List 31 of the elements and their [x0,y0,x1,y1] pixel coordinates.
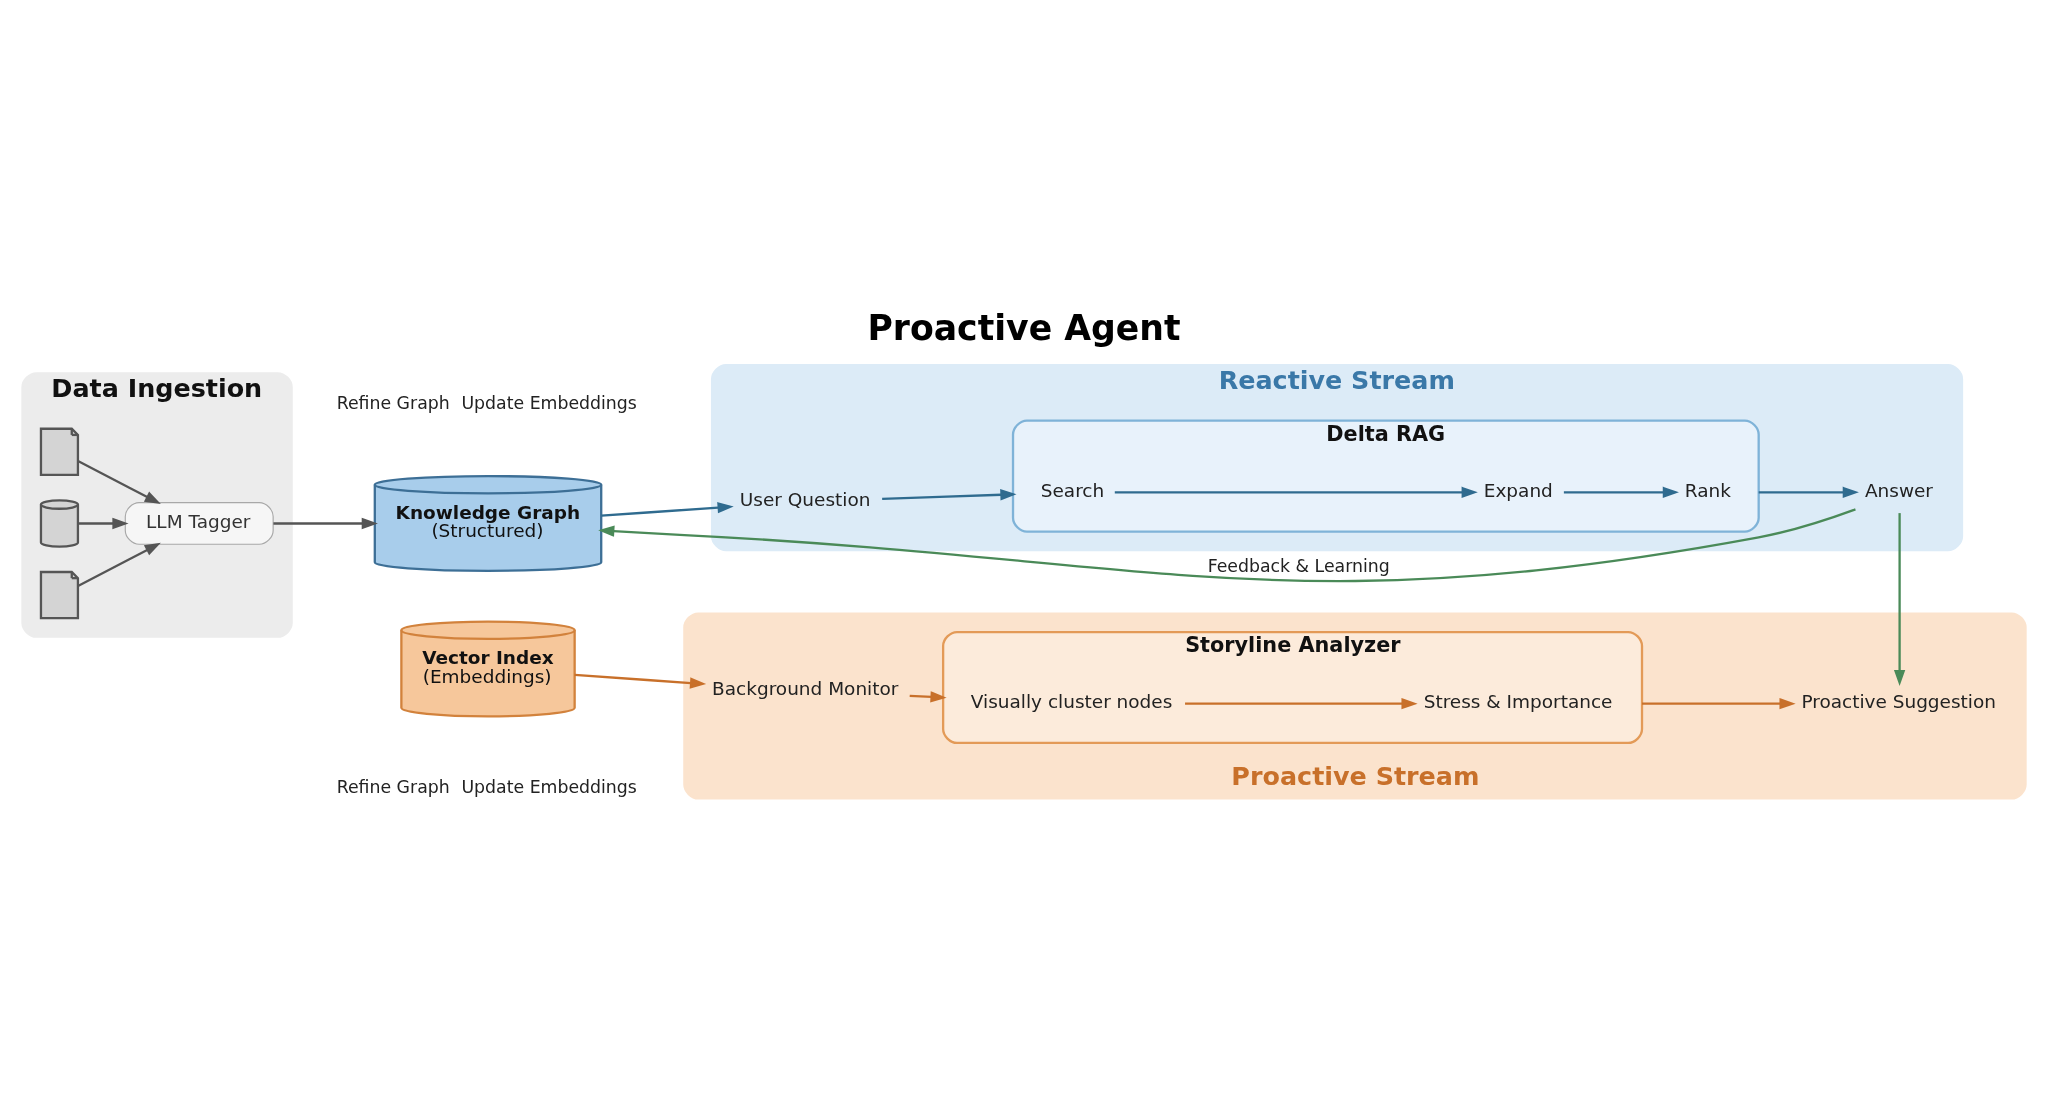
arrow [1893,512,1906,686]
node-label: Update Embeddings [461,392,637,413]
node-text: Search [1040,479,1105,501]
arrow [882,488,1017,500]
node-label: Update Embeddings [461,776,637,797]
node-text: User Question [739,488,871,510]
arrow [1758,486,1859,498]
arrow [1185,697,1418,709]
node-box: LLM Tagger [124,501,274,545]
node-text: Answer [1864,479,1933,501]
arrow [77,542,161,587]
node-text: Rank [1684,479,1731,501]
arrow [77,459,161,504]
node-label: Refine Graph [336,776,450,797]
diagram-title: Proactive Agent [867,307,1181,348]
arrow [601,501,734,517]
arrow [909,690,947,703]
node-text: Stress & Importance [1423,690,1613,712]
arrow [574,673,707,689]
arrow [1563,486,1679,498]
arrow [1642,697,1796,709]
arrow [273,517,378,529]
node-text: Proactive Suggestion [1801,690,1996,712]
arrow [78,517,129,529]
node-text: Visually cluster nodes [970,690,1173,712]
node-text: Background Monitor [712,677,899,699]
node-label: Refine Graph [336,392,450,413]
edge-label: Feedback & Learning [1207,555,1390,576]
arrow [1114,486,1478,498]
arrow [598,507,1856,582]
node-text: Expand [1483,479,1553,501]
